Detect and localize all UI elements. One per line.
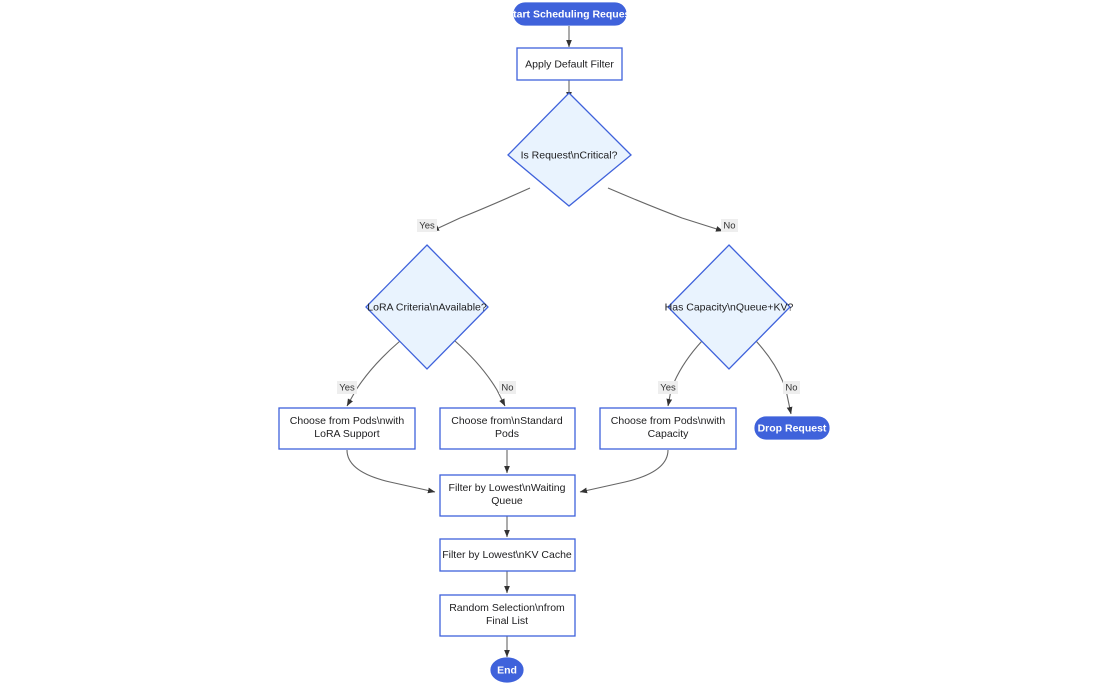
pods-standard-label-line1: Choose from\nStandard — [451, 415, 563, 427]
edge-label-lora-yes: Yes — [337, 381, 357, 394]
edge-label-lora-no: No — [499, 381, 516, 394]
node-has-capacity[interactable]: Has Capacity\nQueue+KV? — [665, 244, 794, 370]
drop-request-shape — [754, 416, 830, 440]
pods-capacity-label-line1: Choose from Pods\nwith — [611, 415, 726, 427]
node-choose-pods-standard[interactable]: Choose from\nStandard Pods — [439, 407, 576, 450]
drop-request-label: Drop Request — [758, 422, 827, 434]
edge-label-critical-yes: Yes — [417, 219, 437, 232]
filter-queue-label-line2: Queue — [491, 495, 523, 507]
start-shape — [513, 2, 627, 26]
node-choose-pods-capacity[interactable]: Choose from Pods\nwith Capacity — [599, 407, 737, 450]
edge-lora-no — [454, 340, 506, 407]
edge-label-lora-yes-text: Yes — [339, 383, 355, 394]
edge-label-critical-yes-text: Yes — [419, 221, 435, 232]
pods-lora-label-line1: Choose from Pods\nwith — [290, 415, 405, 427]
is-critical-label: Is Request\nCritical? — [521, 149, 618, 161]
node-end[interactable]: End — [490, 657, 524, 683]
filter-kv-label: Filter by Lowest\nKV Cache — [442, 549, 572, 561]
node-start[interactable]: Start Scheduling Request — [506, 2, 634, 26]
node-apply-default-filter[interactable]: Apply Default Filter — [516, 47, 623, 81]
filter-queue-label-line1: Filter by Lowest\nWaiting — [449, 482, 566, 494]
lora-criteria-label: LoRA Criteria\nAvailable? — [367, 301, 487, 313]
node-is-request-critical[interactable]: Is Request\nCritical? — [507, 92, 632, 207]
edge-label-capacity-yes: Yes — [658, 381, 678, 394]
pods-lora-shape — [278, 407, 416, 450]
edge-label-capacity-no: No — [783, 381, 800, 394]
has-capacity-shape — [667, 244, 791, 370]
node-drop-request[interactable]: Drop Request — [754, 416, 830, 440]
edge-label-critical-no: No — [721, 219, 738, 232]
start-label: Start Scheduling Request — [506, 8, 634, 20]
node-filter-kv-cache[interactable]: Filter by Lowest\nKV Cache — [439, 538, 576, 572]
apply-filter-label: Apply Default Filter — [525, 58, 614, 70]
node-lora-criteria-available[interactable]: LoRA Criteria\nAvailable? — [365, 244, 489, 370]
pods-lora-label-line2: LoRA Support — [314, 428, 379, 440]
apply-filter-shape — [516, 47, 623, 81]
node-filter-waiting-queue[interactable]: Filter by Lowest\nWaiting Queue — [439, 474, 576, 517]
pods-capacity-shape — [599, 407, 737, 450]
edge-capacity-yes — [666, 340, 703, 407]
node-choose-pods-lora[interactable]: Choose from Pods\nwith LoRA Support — [278, 407, 416, 450]
edge-label-capacity-no-text: No — [785, 383, 797, 394]
edge-is-critical-yes — [431, 187, 531, 232]
edge-capacity-no — [755, 340, 793, 415]
node-random-selection[interactable]: Random Selection\nfrom Final List — [439, 594, 576, 637]
end-shape — [490, 657, 524, 683]
random-selection-shape — [439, 594, 576, 637]
pods-standard-shape — [439, 407, 576, 450]
filter-kv-shape — [439, 538, 576, 572]
edge-label-critical-no-text: No — [723, 221, 735, 232]
edge-is-critical-no — [607, 187, 724, 232]
end-label: End — [497, 664, 517, 676]
random-selection-label-line2: Final List — [486, 615, 528, 627]
is-critical-shape — [507, 92, 632, 207]
edge-pods-lora-to-filter-queue — [346, 449, 436, 494]
edge-labels-layer: Yes No Yes No Yes No — [337, 219, 800, 394]
edge-label-lora-no-text: No — [501, 383, 513, 394]
random-selection-label-line1: Random Selection\nfrom — [449, 602, 565, 614]
has-capacity-label: Has Capacity\nQueue+KV? — [665, 301, 794, 313]
edge-label-capacity-yes-text: Yes — [660, 383, 676, 394]
pods-capacity-label-line2: Capacity — [648, 428, 690, 440]
lora-criteria-shape — [365, 244, 489, 370]
edges-layer — [346, 26, 793, 658]
pods-standard-label-line2: Pods — [495, 428, 519, 440]
edge-lora-yes — [346, 340, 401, 407]
edge-pods-capacity-to-filter-queue — [579, 449, 669, 494]
filter-queue-shape — [439, 474, 576, 517]
